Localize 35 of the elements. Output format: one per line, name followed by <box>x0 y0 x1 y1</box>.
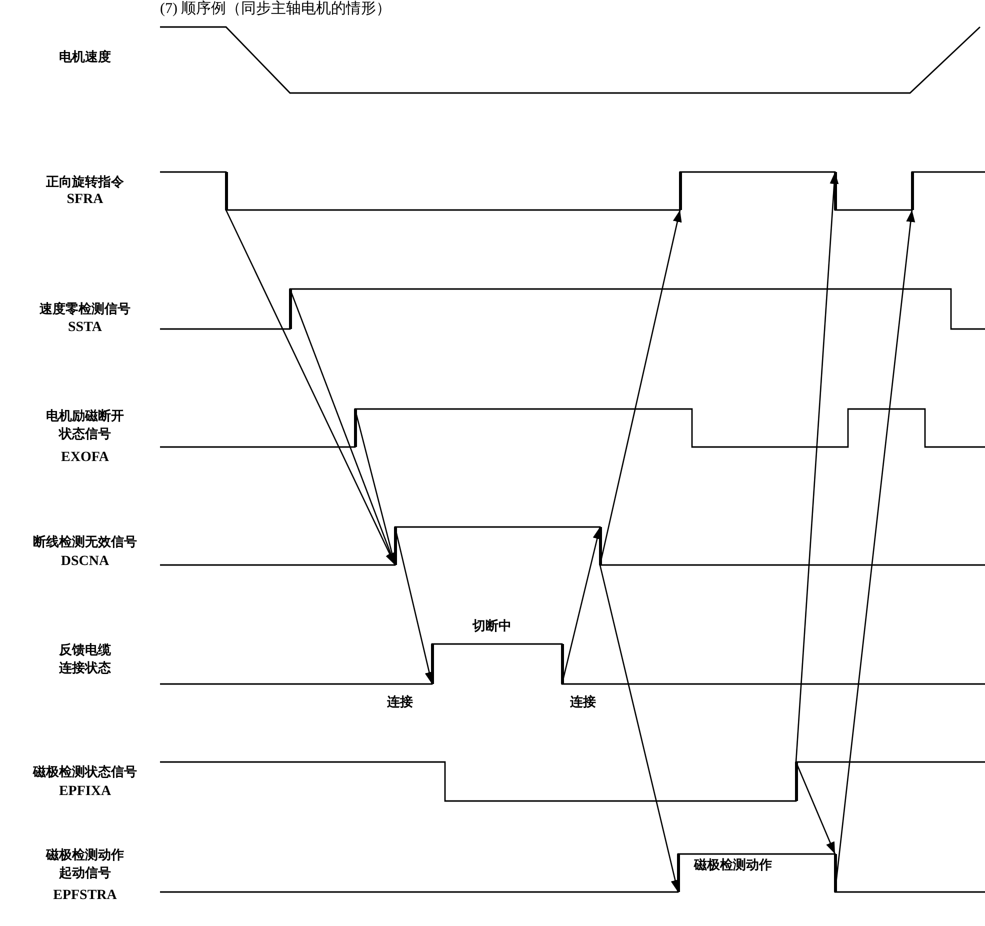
signal-transition <box>354 409 356 447</box>
signal-code: EPFIXA <box>58 783 112 801</box>
signal-label: 切断中 <box>472 617 512 635</box>
signal-label: 磁极检测动作 <box>694 856 772 874</box>
signal-label: 连接 <box>387 693 413 711</box>
signal-label: 断线检测无效信号 <box>33 533 137 551</box>
signal-transition <box>794 762 798 801</box>
signal-code: EXOFA <box>61 449 109 467</box>
signal-code: DSCNA <box>60 553 110 571</box>
arrow <box>599 564 680 892</box>
signal-transition <box>676 854 680 892</box>
signal-code: EPFSTRA <box>53 887 117 905</box>
signal-transition <box>430 644 434 684</box>
signal-label: 电机励磁断开状态信号 <box>45 407 125 443</box>
signal-transition <box>834 172 836 210</box>
signal-transition <box>910 172 914 210</box>
signal-label: 连接 <box>570 693 596 711</box>
signal-transition <box>598 527 602 565</box>
signal-transition <box>678 172 682 210</box>
signal-transition <box>560 644 564 684</box>
signal-transition <box>394 527 396 565</box>
signal-code: SSTA <box>68 319 102 337</box>
signal-transition <box>834 854 836 892</box>
signal-label: 磁极检测状态信号 <box>33 763 137 781</box>
arrow <box>795 172 839 762</box>
signal-transition <box>288 289 292 329</box>
signal-label: 反馈电缆连接状态 <box>58 641 112 677</box>
signal-label: 电机速度 <box>59 48 111 66</box>
diagram-title: (7) 顺序例（同步主轴电机的情形） <box>160 0 392 18</box>
signal-code: SFRA <box>66 191 104 209</box>
signal-label: 正向旋转指令 <box>46 173 124 191</box>
signal-transition <box>224 172 228 210</box>
arrow <box>225 210 396 566</box>
signal-label: 磁极检测动作起动信号 <box>44 846 125 882</box>
signal-label: 速度零检测信号 <box>40 300 130 318</box>
